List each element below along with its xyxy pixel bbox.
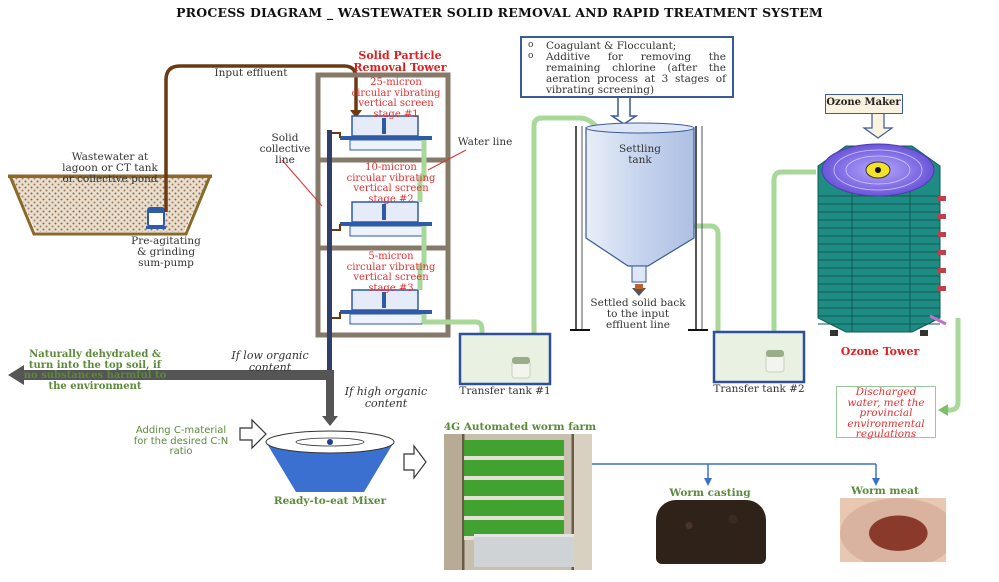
ozone-valve-icon — [938, 214, 946, 219]
ozone-maker-box: Ozone Maker — [825, 94, 903, 114]
c-material-label: Adding C-material for the desired C:N ra… — [133, 425, 229, 457]
vibrating-screen-3 — [332, 289, 432, 325]
settled-solid-arrow-icon — [632, 288, 646, 296]
ozone-valve-icon — [938, 268, 946, 273]
ozone-valve-icon — [938, 250, 946, 255]
discharge-arrow-icon — [938, 404, 948, 416]
solid-collective-line — [327, 130, 332, 380]
worm-casting-photo — [656, 500, 766, 564]
topsoil-label: Naturally dehydrated & turn into the top… — [23, 349, 167, 392]
vibrating-screen-1 — [332, 115, 432, 151]
ozone-tower — [817, 143, 947, 336]
settled-solid-label: Settled solid back to the input effluent… — [590, 297, 686, 332]
high-organic-arrow-icon — [322, 416, 338, 426]
worm-meat-label: Worm meat — [851, 485, 919, 497]
solid-line-label: Solid collective line — [259, 132, 311, 167]
ozone-valve-icon — [938, 232, 946, 237]
worm-farm-photo — [444, 434, 592, 570]
transfer-tank-2 — [712, 330, 806, 384]
input-effluent-label: Input effluent — [214, 67, 288, 79]
low-organic-label: If low organic content — [231, 349, 309, 374]
discharge-label: Discharged water, met the provincial env… — [847, 386, 925, 440]
input-effluent-arrow-icon — [350, 110, 362, 118]
tower-title: Solid Particle Removal Tower — [353, 49, 447, 74]
solid-line-pointer — [281, 159, 323, 207]
ozone-valve-icon — [938, 196, 946, 201]
ozone-maker-label: Ozone Maker — [826, 97, 901, 108]
water-line-label: Water line — [457, 136, 513, 148]
lagoon-label: Wastewater at lagoon or CT tank or colle… — [62, 151, 158, 186]
discharge-box: Discharged water, met the provincial env… — [836, 386, 936, 440]
ozone-maker-arrow-icon — [862, 114, 894, 139]
high-organic-label: If high organic content — [344, 385, 428, 410]
transfer-tank-2-label: Transfer tank #2 — [713, 383, 805, 395]
pump-label: Pre-agitating & grinding sum-pump — [131, 235, 201, 270]
mixer-to-farm-arrow-icon — [403, 444, 427, 480]
transfer-tank-1-label: Transfer tank #1 — [459, 385, 551, 397]
settling-tank-label: Settling tank — [618, 143, 662, 167]
mixer-vessel — [265, 430, 395, 492]
worm-casting-label: Worm casting — [669, 487, 751, 499]
farm-output-arrows — [592, 463, 880, 486]
worm-farm-label: 4G Automated worm farm — [443, 421, 597, 433]
ozone-valve-icon — [938, 286, 946, 291]
ozone-tower-label: Ozone Tower — [840, 345, 920, 358]
note-connector-arrow-icon — [609, 98, 639, 125]
bullet-icon: o — [528, 40, 534, 50]
water-line-pointer — [427, 149, 467, 171]
stage-3-label: 5-micron circular vibrating vertical scr… — [346, 251, 436, 294]
vibrating-screen-2 — [332, 201, 432, 237]
c-material-arrow-icon — [239, 418, 267, 450]
stage-2-label: 10-micron circular vibrating vertical sc… — [346, 162, 436, 205]
stage-1-label: 25-micron circular vibrating vertical sc… — [351, 77, 441, 120]
mixer-label: Ready-to-eat Mixer — [273, 495, 387, 507]
worm-meat-photo — [840, 498, 946, 562]
diagram-title: PROCESS DIAGRAM _ WASTEWATER SOLID REMOV… — [176, 5, 823, 20]
transfer-tank-1 — [458, 332, 552, 386]
sump-pump-icon — [146, 207, 166, 229]
bullet-icon: o — [528, 51, 534, 62]
settling-tank — [570, 122, 708, 331]
solids-branch-pipe — [8, 365, 338, 426]
water-line-pipe — [417, 115, 961, 413]
